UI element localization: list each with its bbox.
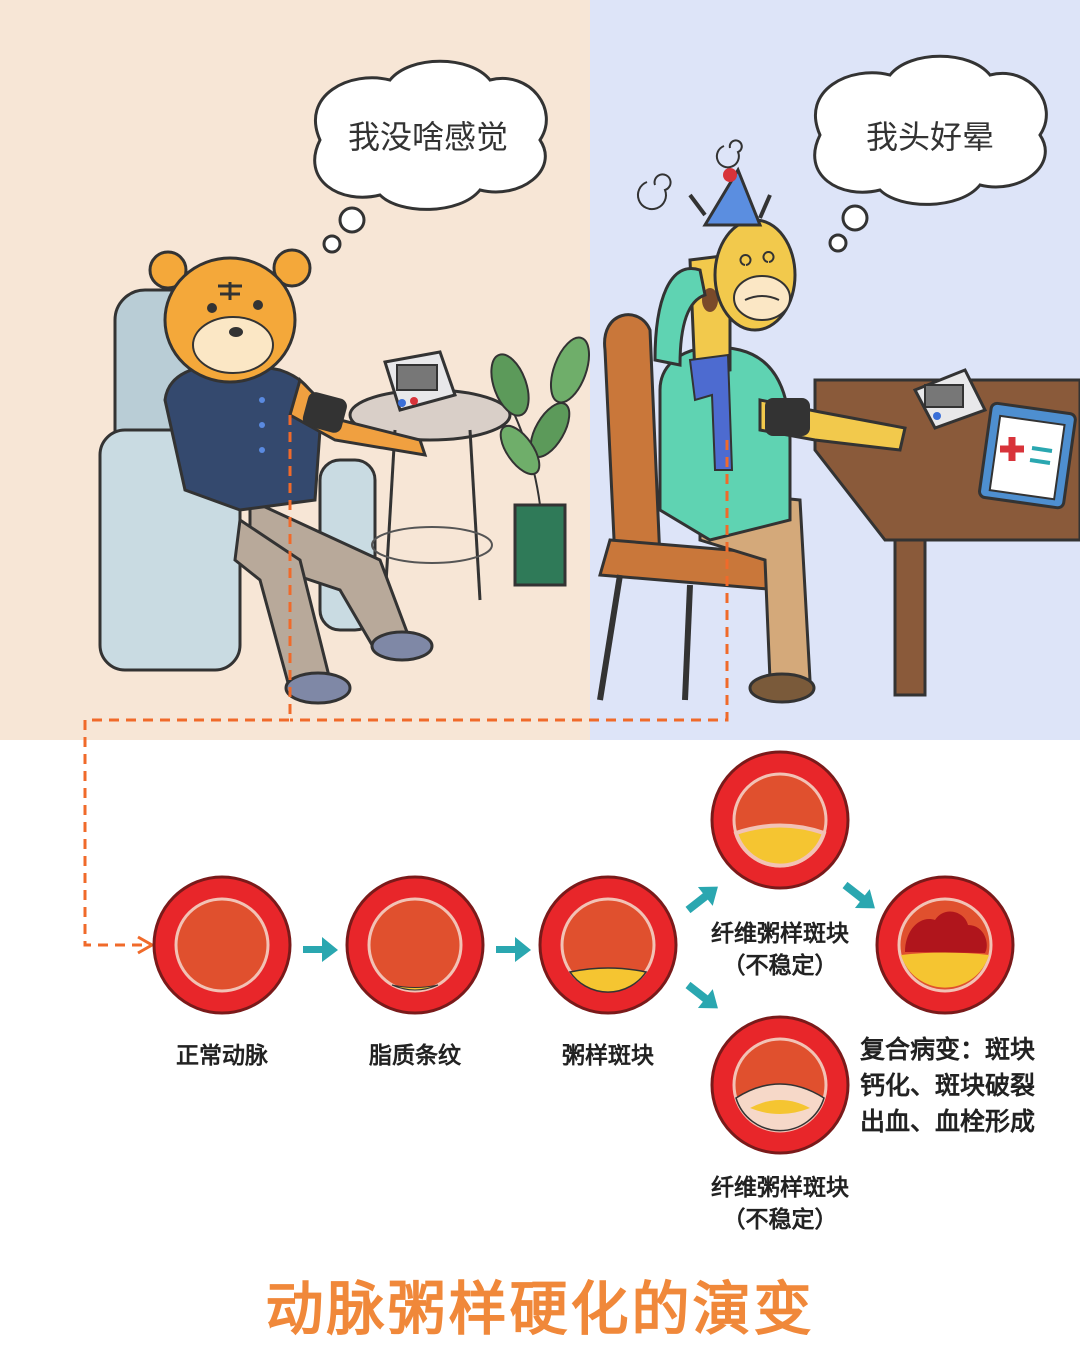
artery-normal <box>152 875 292 1015</box>
bp-monitor-left <box>383 350 457 412</box>
artery-fatty-streak <box>345 875 485 1015</box>
label-fatty-streak: 脂质条纹 <box>369 1043 461 1069</box>
label-fibrous-bottom-line2: （不稳定） <box>722 1207 838 1233</box>
thought-cloud-right <box>813 54 1048 253</box>
label-complex-lesion: 复合病变：斑块 钙化、斑块破裂 出血、血栓形成 <box>860 1032 1060 1140</box>
dashed-connector-arrowhead <box>137 935 156 955</box>
thought-text-right: 我头好晕 <box>865 118 994 156</box>
label-fibrous-top: 纤维粥样斑块 （不稳定） <box>690 918 870 982</box>
label-fibrous-bottom: 纤维粥样斑块 （不稳定） <box>690 1172 870 1236</box>
thought-text-left: 我没啥感觉 <box>347 118 508 156</box>
label-complex-line3: 出血、血栓形成 <box>860 1107 1036 1136</box>
label-fibrous-bottom-line1: 纤维粥样斑块 <box>711 1175 849 1201</box>
label-fibrous-top-line2: （不稳定） <box>722 953 838 979</box>
label-complex-line2: 钙化、斑块破裂 <box>860 1071 1036 1100</box>
clipboard <box>978 401 1077 510</box>
wooden-chair <box>597 313 792 701</box>
giraffe <box>637 139 907 704</box>
label-fibrous-top-line1: 纤维粥样斑块 <box>711 921 849 947</box>
artery-fibrous-bottom <box>710 1015 850 1155</box>
progression-arrows <box>303 881 875 1009</box>
artery-fibrous-top <box>710 750 850 890</box>
dashed-connector <box>83 415 729 947</box>
bp-monitor-right <box>912 368 988 430</box>
label-complex-line1: 复合病变：斑块 <box>860 1035 1036 1064</box>
page-title: 动脉粥样硬化的演变 <box>265 1275 815 1343</box>
artery-plaque <box>538 875 678 1015</box>
thought-cloud-left <box>313 59 548 254</box>
label-normal-artery: 正常动脉 <box>176 1043 268 1069</box>
potted-plant <box>490 336 591 587</box>
label-plaque: 粥样斑块 <box>562 1043 654 1069</box>
artery-complex <box>875 875 1015 1015</box>
